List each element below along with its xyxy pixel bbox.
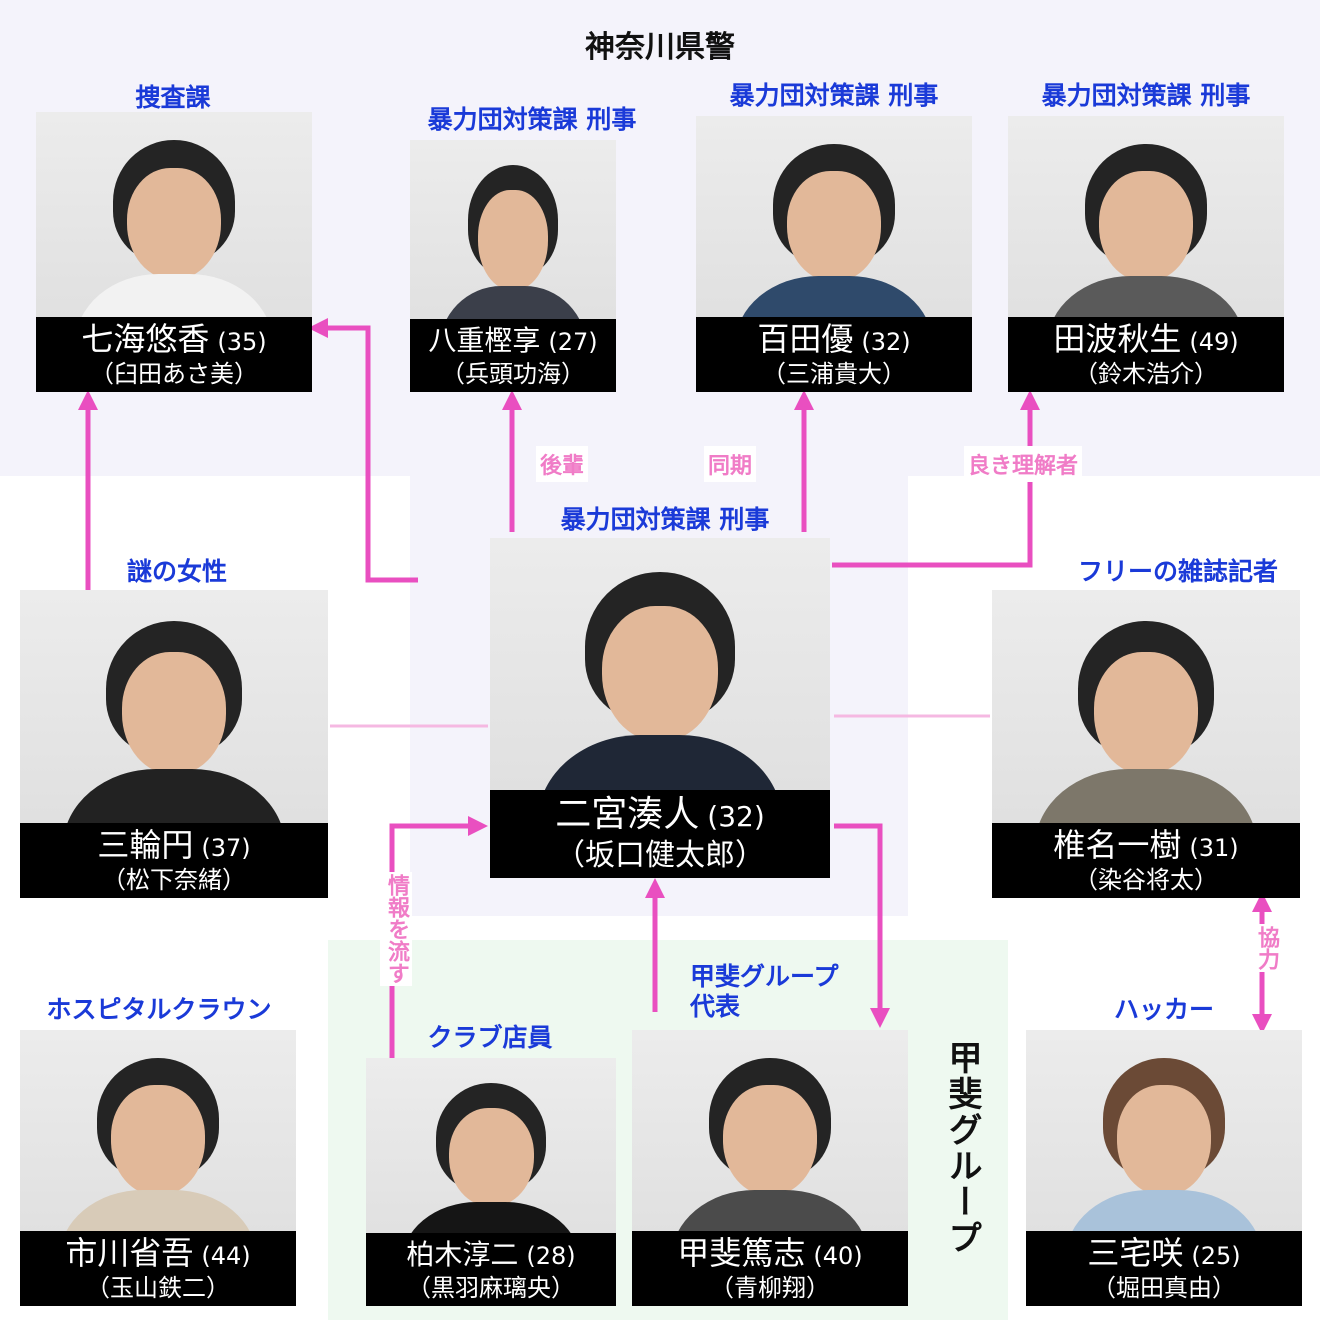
name-caption: 市川省吾(44) （玉山鉄二）	[20, 1231, 296, 1306]
actor-name: （臼田あさ美）	[90, 360, 258, 388]
character-name: 柏木淳二	[406, 1238, 519, 1271]
link-ninomiya-nanami	[308, 318, 418, 583]
name-caption: 七海悠香(35) （臼田あさ美）	[36, 317, 312, 392]
role-momota: 暴力団対策課 刑事	[729, 81, 939, 110]
card-momota[interactable]: 百田優(32) （三浦貴大）	[696, 116, 972, 392]
character-name: 市川省吾	[65, 1234, 194, 1272]
role-kai: 甲斐グループ 代表	[690, 962, 839, 1021]
card-tanami[interactable]: 田波秋生(49) （鈴木浩介）	[1008, 116, 1284, 392]
name-caption: 二宮湊人(32) （坂口健太郎）	[490, 790, 830, 878]
name-caption: 甲斐篤志(40) （青柳翔）	[632, 1231, 908, 1306]
name-caption: 田波秋生(49) （鈴木浩介）	[1008, 317, 1284, 392]
card-ichikawa[interactable]: 市川省吾(44) （玉山鉄二）	[20, 1030, 296, 1306]
character-name: 三宅咲	[1087, 1234, 1184, 1272]
character-name: 八重樫享	[428, 324, 541, 357]
role-tanami: 暴力団対策課 刑事	[1041, 81, 1251, 110]
character-age: (28)	[526, 1242, 576, 1270]
actor-name: （鈴木浩介）	[1074, 360, 1218, 388]
name-caption: 百田優(32) （三浦貴大）	[696, 317, 972, 392]
relation-label-tanami: 良き理解者	[964, 446, 1083, 482]
name-caption: 三宅咲(25) （堀田真由）	[1026, 1231, 1302, 1306]
name-caption: 八重樫享(27) （兵頭功海）	[410, 319, 616, 392]
kai-group-title: 甲斐グループ	[942, 1040, 982, 1256]
character-name: 椎名一樹	[1053, 826, 1182, 864]
role-nanami: 捜査課	[135, 83, 211, 112]
relation-label-yae: 後輩	[536, 446, 589, 482]
role-ichikawa: ホスピタルクラウン	[46, 995, 272, 1024]
card-miyake[interactable]: 三宅咲(25) （堀田真由）	[1026, 1030, 1302, 1306]
name-caption: 椎名一樹(31) （染谷将太）	[992, 823, 1300, 898]
character-age: (49)	[1189, 328, 1239, 356]
actor-name: （黒羽麻璃央）	[407, 1274, 575, 1302]
role-yae: 暴力団対策課 刑事	[427, 105, 637, 134]
card-shiina[interactable]: 椎名一樹(31) （染谷将太）	[992, 590, 1300, 898]
character-age: (37)	[201, 834, 251, 862]
name-caption: 柏木淳二(28) （黒羽麻璃央）	[366, 1233, 616, 1306]
actor-name: （青柳翔）	[710, 1274, 830, 1302]
actor-name: （玉山鉄二）	[86, 1274, 230, 1302]
character-age: (32)	[861, 328, 911, 356]
relation-label-shiina-miyake: 協力	[1250, 924, 1282, 972]
character-name: 七海悠香	[81, 320, 210, 358]
character-age: (27)	[548, 328, 598, 356]
character-age: (32)	[707, 800, 765, 833]
card-nanami[interactable]: 七海悠香(35) （臼田あさ美）	[36, 112, 312, 392]
card-kashiwagi[interactable]: 柏木淳二(28) （黒羽麻璃央）	[366, 1058, 616, 1306]
character-name: 三輪円	[97, 826, 194, 864]
character-age: (25)	[1191, 1242, 1241, 1270]
card-miwa[interactable]: 三輪円(37) （松下奈緒）	[20, 590, 328, 898]
character-name: 甲斐篤志	[677, 1234, 806, 1272]
actor-name: （堀田真由）	[1092, 1274, 1236, 1302]
character-age: (44)	[201, 1242, 251, 1270]
role-shiina: フリーの雑誌記者	[1077, 557, 1278, 586]
relation-label-kashiwagi: 情報を流す	[380, 872, 412, 986]
group-title: 神奈川県警	[585, 30, 735, 65]
actor-name: （兵頭功海）	[441, 360, 585, 388]
link-ninomiya-tanami	[832, 390, 1040, 568]
actor-name: （三浦貴大）	[762, 360, 906, 388]
role-ninomiya: 暴力団対策課 刑事	[560, 505, 770, 534]
actor-name: （松下奈緒）	[102, 866, 246, 894]
role-miwa: 謎の女性	[126, 557, 227, 586]
role-miyake: ハッカー	[1113, 995, 1214, 1024]
card-ninomiya[interactable]: 二宮湊人(32) （坂口健太郎）	[490, 538, 830, 878]
character-name: 田波秋生	[1053, 320, 1182, 358]
actor-name: （坂口健太郎）	[555, 838, 765, 873]
character-name: 百田優	[757, 320, 854, 358]
name-caption: 三輪円(37) （松下奈緒）	[20, 823, 328, 898]
card-kai[interactable]: 甲斐篤志(40) （青柳翔）	[632, 1030, 908, 1306]
role-kashiwagi: クラブ店員	[427, 1023, 553, 1052]
character-age: (31)	[1189, 834, 1239, 862]
link-ninomiya-kai	[834, 823, 890, 1028]
character-name: 二宮湊人	[555, 794, 700, 835]
character-age: (40)	[813, 1242, 863, 1270]
character-age: (35)	[217, 328, 267, 356]
relation-label-momota: 同期	[704, 446, 757, 482]
card-yae[interactable]: 八重樫享(27) （兵頭功海）	[410, 140, 616, 392]
actor-name: （染谷将太）	[1074, 866, 1218, 894]
